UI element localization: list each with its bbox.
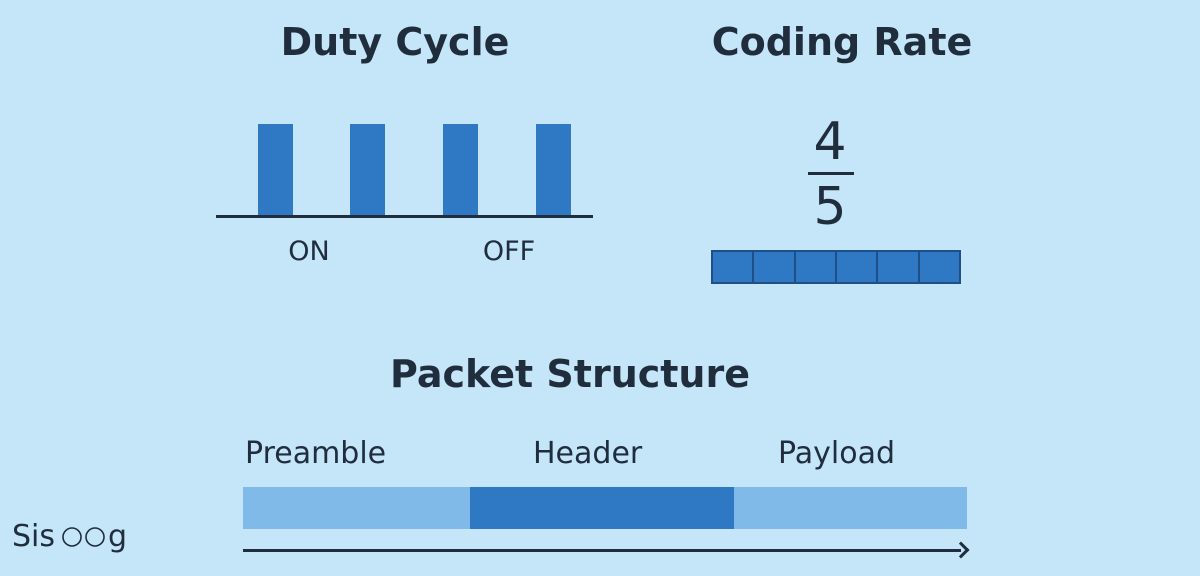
header-label: Header — [533, 436, 643, 471]
off-label: OFF — [482, 236, 536, 267]
fraction-denominator: 5 — [813, 177, 847, 237]
coding-block — [920, 252, 959, 282]
duty-pulse — [350, 124, 385, 216]
coding-block — [754, 252, 796, 282]
duty-cycle-title: Duty Cycle — [280, 20, 510, 64]
time-arrow-line — [243, 549, 961, 552]
sisoog-logo: Sis g — [12, 519, 127, 554]
coding-block — [796, 252, 837, 282]
packet-structure-title: Packet Structure — [390, 352, 750, 396]
coding-block-bar — [711, 250, 961, 284]
on-label: ON — [288, 236, 330, 267]
duty-pulse — [536, 124, 571, 216]
logo-text-g: g — [108, 519, 127, 554]
logo-text-s: Sis — [12, 519, 55, 554]
fraction-bar — [808, 172, 854, 175]
coding-block — [878, 252, 920, 282]
logo-ring-icon — [62, 527, 82, 547]
coding-block — [713, 252, 755, 282]
duty-baseline — [216, 215, 593, 218]
header-segment — [470, 487, 734, 529]
duty-pulse — [443, 124, 478, 216]
preamble-label: Preamble — [245, 436, 387, 471]
duty-pulse — [258, 124, 293, 216]
logo-ring-icon — [85, 527, 105, 547]
payload-segment — [734, 487, 967, 529]
coding-block — [837, 252, 879, 282]
fraction-numerator: 4 — [813, 112, 847, 172]
payload-label: Payload — [778, 436, 895, 471]
preamble-segment — [243, 487, 470, 529]
coding-rate-title: Coding Rate — [711, 20, 973, 64]
arrow-head-icon — [952, 541, 970, 559]
